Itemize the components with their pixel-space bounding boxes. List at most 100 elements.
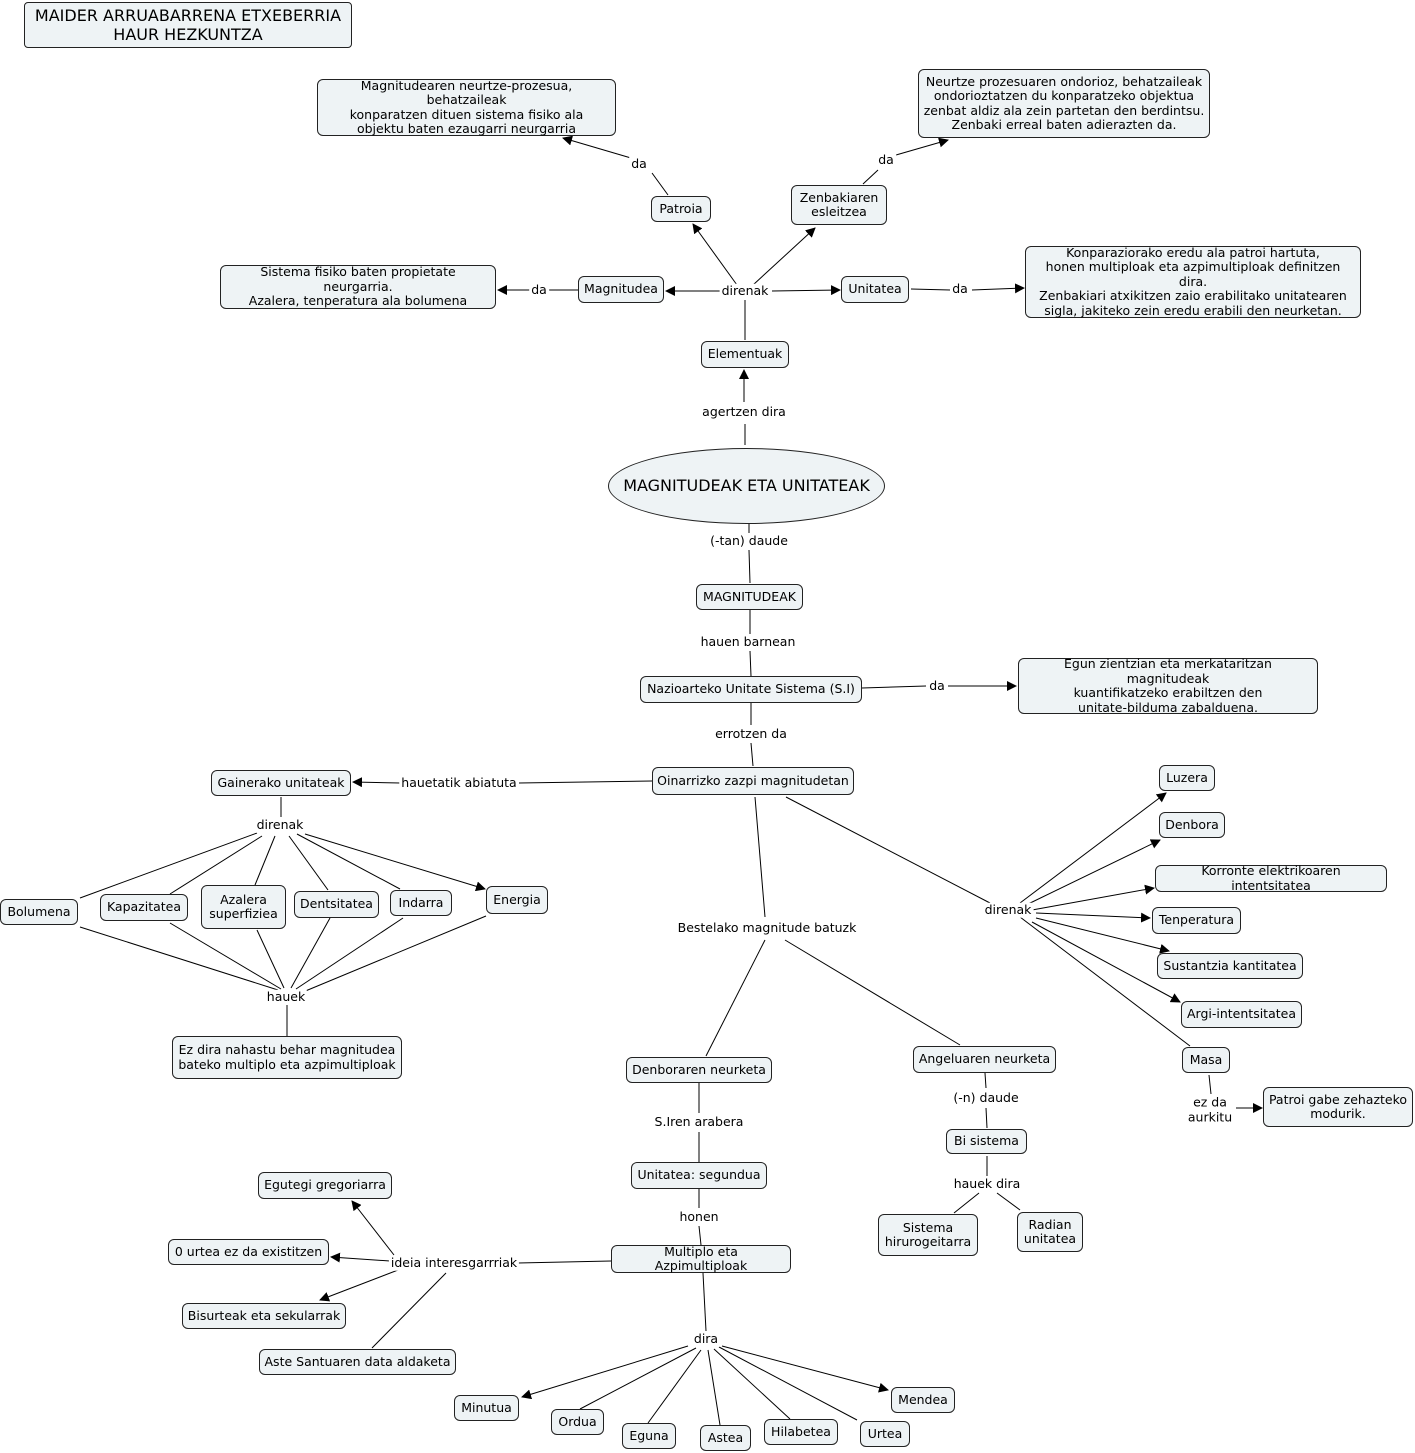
link-label-dira: dira [691,1330,721,1347]
line-connector [169,835,263,895]
korronte-node[interactable]: Korronte elektrikoaren intentsitatea [1155,863,1387,892]
si-definition-node[interactable]: Egun zientzian eta merkataritzan magnitu… [1018,656,1318,714]
unitatea-node[interactable]: Unitatea [841,276,909,303]
oinarrizko-node[interactable]: Oinarrizko zazpi magnitudetan [652,767,854,795]
gainerako-unitateak-node[interactable]: Gainerako unitateak [211,770,351,796]
urtea-node[interactable]: Urtea [860,1421,910,1447]
denboraren-neurketa-node[interactable]: Denboraren neurketa [626,1057,772,1083]
link-label-da-unitatea: da [950,280,970,297]
arrow-connector [1031,921,1181,1003]
bisurteak-node[interactable]: Bisurteak eta sekularrak [182,1303,346,1329]
zenbakiaren-esleitzea-node[interactable]: Zenbakiaren esleitzea [791,185,887,225]
unitatea-definition-node[interactable]: Konparaziorako eredu ala patroi hartuta,… [1025,245,1361,318]
arrow-connector [304,833,486,892]
zero-urtea-node[interactable]: 0 urtea ez da existitzen [168,1239,329,1265]
mendea-node[interactable]: Mendea [891,1387,955,1413]
line-connector [862,169,879,185]
arrow-connector [1035,917,1170,954]
azalera-node[interactable]: Azalera superfiziea [201,885,286,929]
magnitudeak-node[interactable]: MAGNITUDEAK [696,584,803,610]
ordua-node[interactable]: Ordua [551,1409,604,1435]
line-connector [748,549,751,584]
magnitudea-node[interactable]: Magnitudea [578,276,664,303]
multiplo-node[interactable]: Multiplo eta Azpimultiploak [611,1244,791,1273]
patroia-definition-node[interactable]: Magnitudearen neurtze-prozesua, behatzai… [317,78,616,136]
link-label-errotzen-da: errotzen da [713,725,789,742]
tenperatura-node[interactable]: Tenperatura [1152,907,1241,934]
link-label-direnak-right: direnak [982,901,1034,918]
line-connector [707,1349,721,1426]
line-connector [651,172,669,196]
line-connector [702,1272,707,1332]
line-connector [953,1192,980,1214]
line-connector [254,835,276,886]
denbora-node[interactable]: Denbora [1159,812,1225,838]
energia-node[interactable]: Energia [486,886,548,914]
arrow-connector [971,283,1025,294]
line-connector [288,835,329,891]
arrow-connector [1031,884,1155,911]
line-connector [984,1072,987,1089]
link-label-honen: honen [677,1208,721,1225]
argi-intentsitatea-node[interactable]: Argi-intentsitatea [1181,1001,1302,1028]
line-connector [996,1192,1021,1211]
line-connector [295,917,404,990]
indarra-node[interactable]: Indarra [390,890,452,916]
si-node[interactable]: Nazioarteko Unitate Sistema (S.I) [640,676,862,703]
radian-unitatea-node[interactable]: Radian unitatea [1017,1212,1083,1252]
link-label-hauek: hauek [264,988,308,1005]
line-connector [169,922,282,990]
patroia-node[interactable]: Patroia [651,196,711,222]
minutua-node[interactable]: Minutua [454,1395,519,1421]
dentsitatea-node[interactable]: Dentsitatea [294,891,379,918]
luzera-node[interactable]: Luzera [1159,765,1215,791]
line-connector [1019,916,1191,1047]
masa-node[interactable]: Masa [1182,1047,1230,1073]
link-label-tan-daude: (-tan) daude [708,532,790,549]
aste-santuaren-node[interactable]: Aste Santuaren data aldaketa [259,1349,456,1375]
arrow-connector [351,1200,395,1256]
arrow-connector [752,227,816,286]
ez-dira-nahastu-node[interactable]: Ez dira nahastu behar magnitudea bateko … [172,1036,402,1079]
bi-sistema-node[interactable]: Bi sistema [946,1129,1027,1154]
arrow-connector [562,135,632,159]
sustantzia-node[interactable]: Sustantzia kantitatea [1157,953,1303,979]
link-label-siren-arabera: S.Iren arabera [652,1113,746,1130]
line-connector [517,1260,612,1264]
line-connector [79,926,279,991]
line-connector [749,650,752,677]
line-connector [985,1107,988,1129]
arrow-connector [521,1345,689,1400]
magnitudea-definition-node[interactable]: Sistema fisiko baten propietate neurgarr… [220,265,496,309]
line-connector [705,939,766,1057]
arrow-connector [352,777,401,788]
eguna-node[interactable]: Eguna [622,1423,676,1449]
line-connector [290,917,331,989]
elementuak-node[interactable]: Elementuak [701,341,789,368]
central-topic-node[interactable]: MAGNITUDEAK ETA UNITATEAK [608,448,885,524]
line-connector [713,1348,791,1420]
angeluaren-neurketa-node[interactable]: Angeluaren neurketa [913,1046,1056,1073]
patroi-gabe-node[interactable]: Patroi gabe zehazteko modurik. [1263,1087,1413,1127]
arrow-connector [1019,792,1167,904]
kapazitatea-node[interactable]: Kapazitatea [100,894,188,921]
line-connector [785,796,991,904]
zenbakiaren-definition-node[interactable]: Neurtze prozesuaren ondorioz, behatzaile… [918,69,1210,138]
line-connector [371,1272,447,1349]
line-connector [861,685,927,689]
link-label-hauetatik-abiatuta: hauetatik abiatuta [399,774,519,791]
link-label-hauek-dira: hauek dira [951,1175,1023,1192]
link-label-hauen-barnean: hauen barnean [698,633,798,650]
link-label-ez-da-aurkitu: ez da aurkitu [1185,1094,1235,1125]
sistema-hirurogeitarra-node[interactable]: Sistema hirurogeitarra [878,1214,978,1256]
bolumena-node[interactable]: Bolumena [0,899,78,925]
arrow-connector [692,223,738,286]
hilabetea-node[interactable]: Hilabetea [764,1419,838,1445]
astea-node[interactable]: Astea [700,1425,751,1451]
line-connector [647,1349,702,1424]
link-label-da-zenbakiaren: da [876,151,896,168]
egutegi-gregoriarra-node[interactable]: Egutegi gregoriarra [258,1172,392,1199]
unitatea-segundua-node[interactable]: Unitatea: segundua [631,1162,767,1189]
